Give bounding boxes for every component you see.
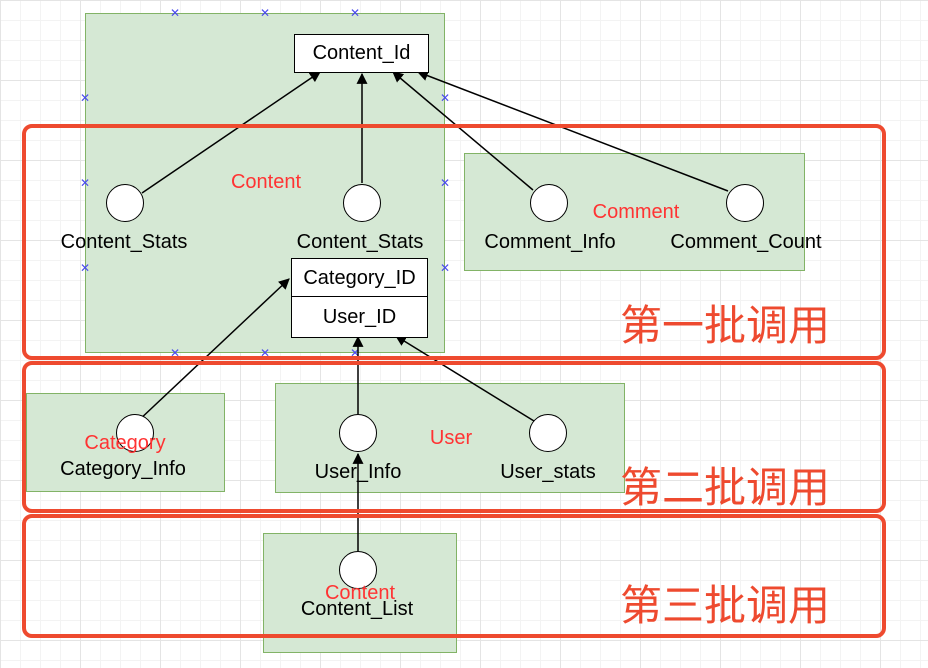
user-group[interactable] — [275, 383, 625, 493]
selection-handle-icon[interactable]: ✕ — [439, 176, 451, 190]
batch-label-first: 第一批调用 — [620, 301, 831, 350]
selection-handle-icon[interactable]: ✕ — [79, 176, 91, 190]
comment-info-node[interactable] — [530, 184, 568, 222]
group-label-comment: Comment — [592, 201, 680, 223]
content-stats-1-node[interactable] — [106, 184, 144, 222]
content-id-label: Content_Id — [312, 42, 411, 64]
batch-label-second: 第二批调用 — [620, 463, 831, 512]
content-stats-1-label: Content_Stats — [60, 231, 188, 253]
category-id-label: Category_ID — [292, 259, 427, 297]
content-stats-2-node[interactable] — [343, 184, 381, 222]
comment-info-label: Comment_Info — [484, 231, 616, 253]
edge-user-stats-to-user-id[interactable] — [395, 335, 535, 422]
selection-handle-icon[interactable]: ✕ — [259, 6, 271, 20]
comment-count-node[interactable] — [726, 184, 764, 222]
batch-label-third: 第三批调用 — [620, 581, 831, 630]
group-label-user: User — [429, 427, 473, 449]
group-label-content-bottom: Content — [324, 582, 396, 604]
group-label-category: Category — [84, 432, 166, 454]
user-info-label: User_Info — [314, 461, 402, 483]
content-list-node[interactable] — [339, 551, 377, 589]
content-stats-2-label: Content_Stats — [296, 231, 424, 253]
user-stats-node[interactable] — [529, 414, 567, 452]
category-user-id-node[interactable]: Category_ID User_ID — [291, 258, 428, 338]
comment-count-label: Comment_Count — [670, 231, 822, 253]
selection-handle-icon[interactable]: ✕ — [349, 6, 361, 20]
edge-category-info-to-category-id[interactable] — [136, 278, 290, 423]
edge-comment-count-to-content-id[interactable] — [416, 70, 729, 192]
selection-handle-icon[interactable]: ✕ — [169, 6, 181, 20]
selection-handle-icon[interactable]: ✕ — [79, 91, 91, 105]
edge-content-stats-1-to-content-id[interactable] — [141, 71, 321, 194]
selection-handle-icon[interactable]: ✕ — [349, 346, 361, 360]
selection-handle-icon[interactable]: ✕ — [439, 91, 451, 105]
user-stats-label: User_stats — [500, 461, 596, 483]
category-info-label: Category_Info — [60, 458, 186, 480]
user-info-node[interactable] — [339, 414, 377, 452]
selection-handle-icon[interactable]: ✕ — [79, 261, 91, 275]
selection-handle-icon[interactable]: ✕ — [259, 346, 271, 360]
selection-handle-icon[interactable]: ✕ — [169, 346, 181, 360]
group-label-content-top: Content — [230, 171, 302, 193]
category-info-node[interactable] — [116, 414, 154, 452]
user-id-label: User_ID — [322, 306, 397, 328]
selection-handle-icon[interactable]: ✕ — [439, 261, 451, 275]
content-list-label: Content_List — [300, 598, 414, 620]
content-id-node[interactable]: Content_Id — [294, 34, 429, 73]
edge-comment-info-to-content-id[interactable] — [392, 71, 534, 191]
